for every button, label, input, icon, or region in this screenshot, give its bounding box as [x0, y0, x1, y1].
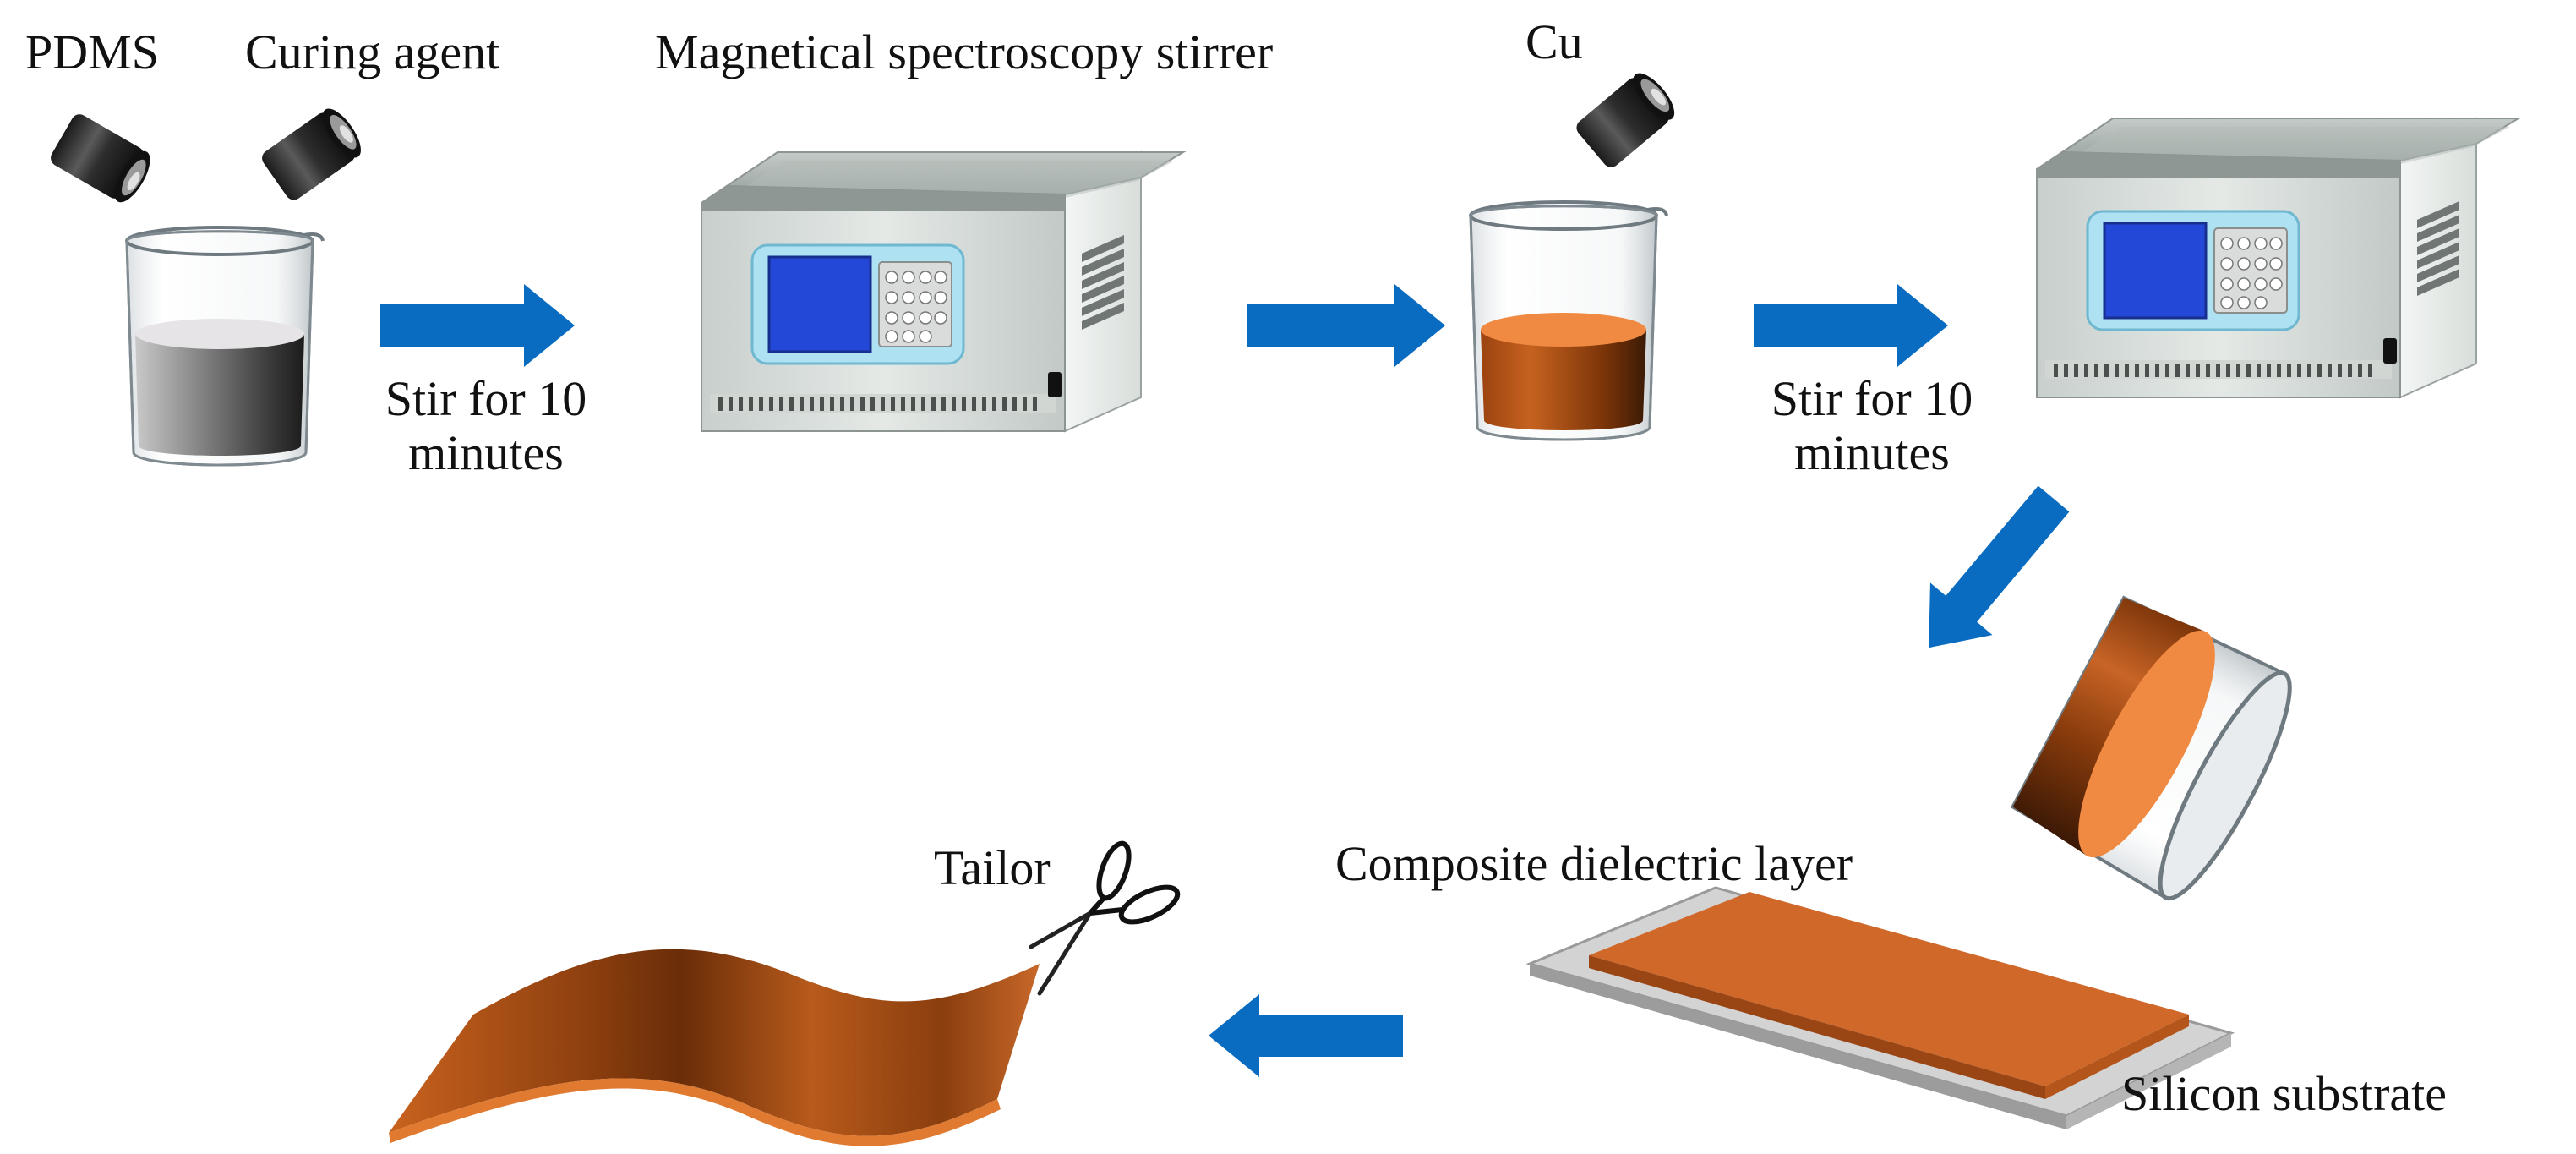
arrow-icon: [1929, 485, 2070, 648]
magnetic-stirrer-icon: [700, 150, 1185, 433]
magnetic-stirrer-icon: [2035, 117, 2520, 399]
pdms-beaker-icon: [125, 226, 325, 467]
cu-bottle-icon: [1573, 67, 1682, 171]
pouring-beaker-icon: [2010, 595, 2292, 901]
arrow-icon: [1209, 994, 1403, 1077]
silicon-substrate-label: Silicon substrate: [2121, 1066, 2448, 1121]
composite-layer-label: Composite dielectric layer: [1335, 836, 1853, 891]
curing-agent-bottle-icon: [259, 102, 368, 204]
pdms-label: PDMS: [25, 25, 159, 79]
stir-step-1-line2: minutes: [408, 425, 564, 480]
stir-step-1-line1: Stir for 10: [385, 371, 587, 426]
stir-step-2-line1: Stir for 10: [1771, 371, 1973, 426]
composite-dielectric-layer-icon: [1589, 892, 2189, 1099]
cu-label: Cu: [1525, 14, 1583, 69]
tailor-label: Tailor: [934, 840, 1051, 895]
curing-agent-label: Curing agent: [245, 25, 500, 79]
arrow-icon: [380, 284, 575, 367]
copper-film-icon: [389, 949, 1040, 1146]
pdms-bottle-icon: [47, 111, 157, 208]
scissors-icon: [1029, 840, 1181, 996]
arrow-icon: [1754, 284, 1948, 367]
stir-step-1-label: Stir for 10 minutes: [359, 372, 613, 480]
stir-step-2-label: Stir for 10 minutes: [1745, 372, 1999, 480]
cu-beaker-icon: [1469, 200, 1668, 441]
stir-step-2-line2: minutes: [1794, 425, 1950, 480]
arrow-icon: [1247, 284, 1445, 367]
stirrer-label: Magnetical spectroscopy stirrer: [655, 25, 1274, 79]
